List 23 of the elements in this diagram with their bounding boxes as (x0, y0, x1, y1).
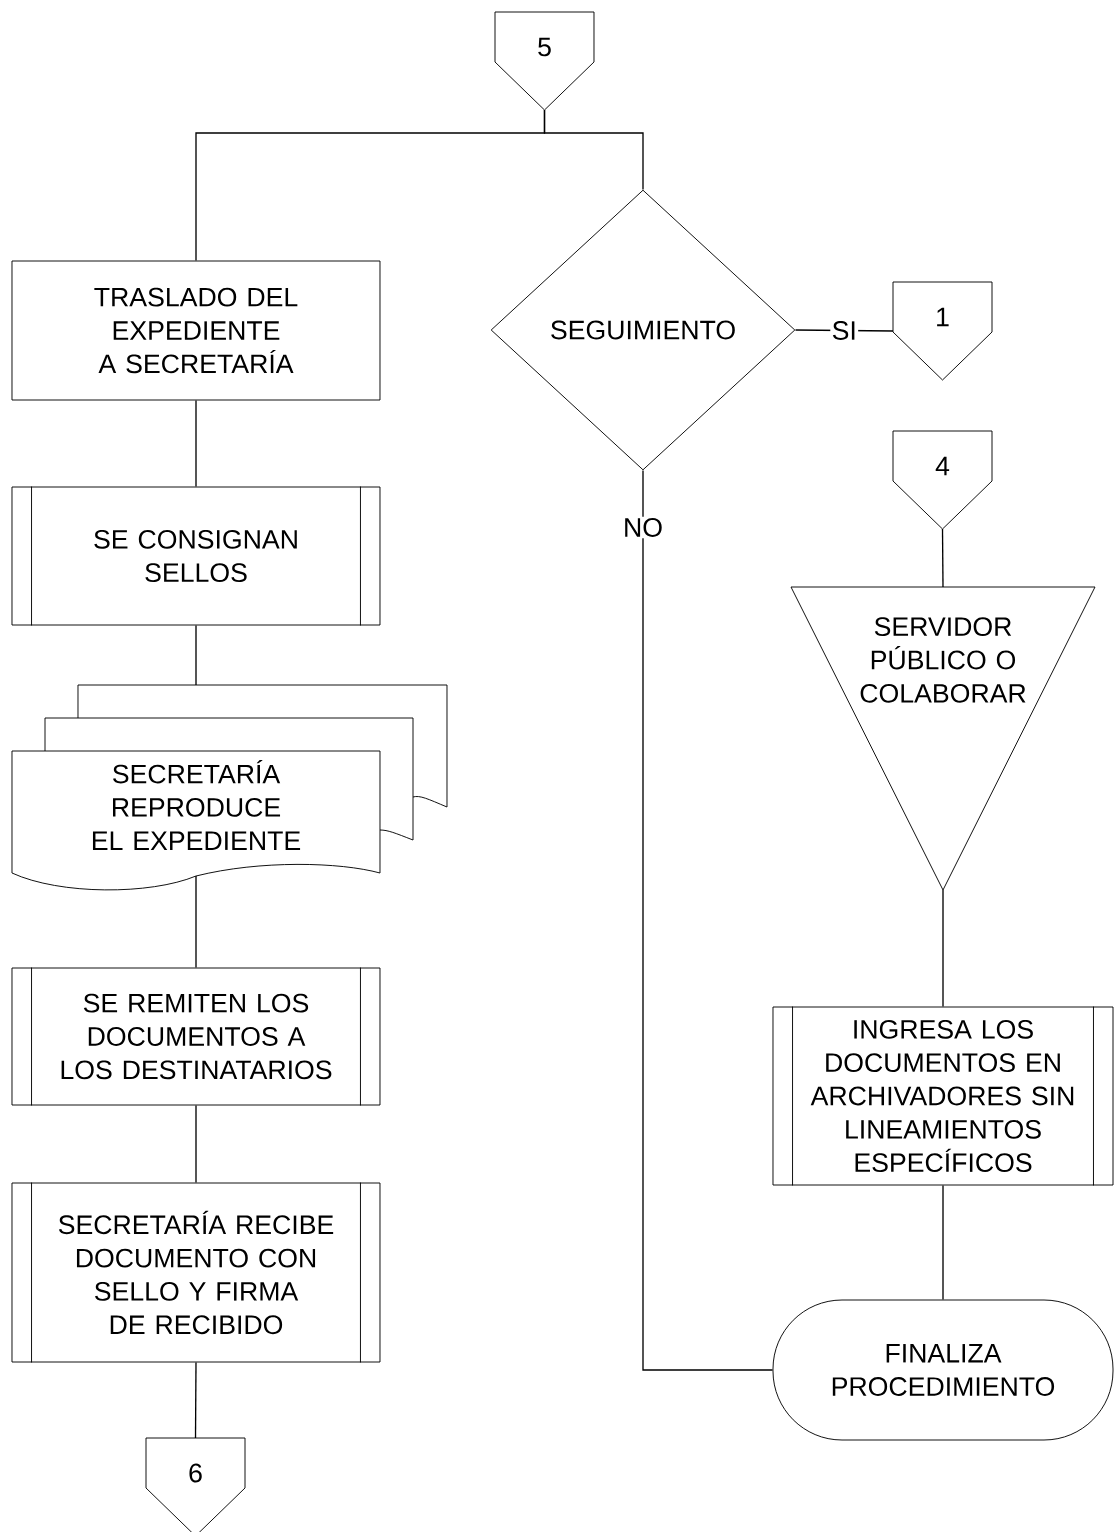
predefined-process-box: SECRETARÍA RECIBE DOCUMENTO CON SELLO Y FIRMA DE RECIBIDO (11, 1182, 381, 1363)
predefined-process-box: SE CONSIGNAN SELLOS (11, 486, 381, 626)
connector-line (543, 109, 644, 191)
connector-line (194, 1361, 197, 1439)
connector-line (942, 1184, 944, 1301)
connector-line (942, 889, 944, 1008)
connector-line (195, 624, 197, 686)
connector-line (195, 399, 197, 488)
off-page-connector: 6 (145, 1437, 246, 1532)
document-stack: SECRETARÍA REPRODUCE EL EXPEDIENTE (11, 684, 448, 891)
process-box: TRASLADO DEL EXPEDIENTE A SECRETARÍA (11, 260, 381, 401)
off-page-connector: 1 (892, 281, 993, 381)
merge-triangle: SERVIDOR PÚBLICO O COLABORAR (790, 586, 1096, 891)
predefined-process-box: SE REMITEN LOS DOCUMENTOS A LOS DESTINATARIOS (11, 967, 381, 1106)
connector-line (195, 875, 197, 969)
connector-line (941, 528, 944, 588)
off-page-connector: 4 (892, 430, 993, 530)
connector-line (195, 1104, 197, 1184)
off-page-connector: 5 (494, 11, 595, 111)
connector-line (642, 469, 774, 1371)
edge-label: SI (830, 319, 859, 342)
edge-label: NO (621, 516, 665, 539)
predefined-process-box: INGRESA LOS DOCUMENTOS EN ARCHIVADORES SIN LINEAMIENTOS ESPECÍFICOS (772, 1006, 1114, 1186)
